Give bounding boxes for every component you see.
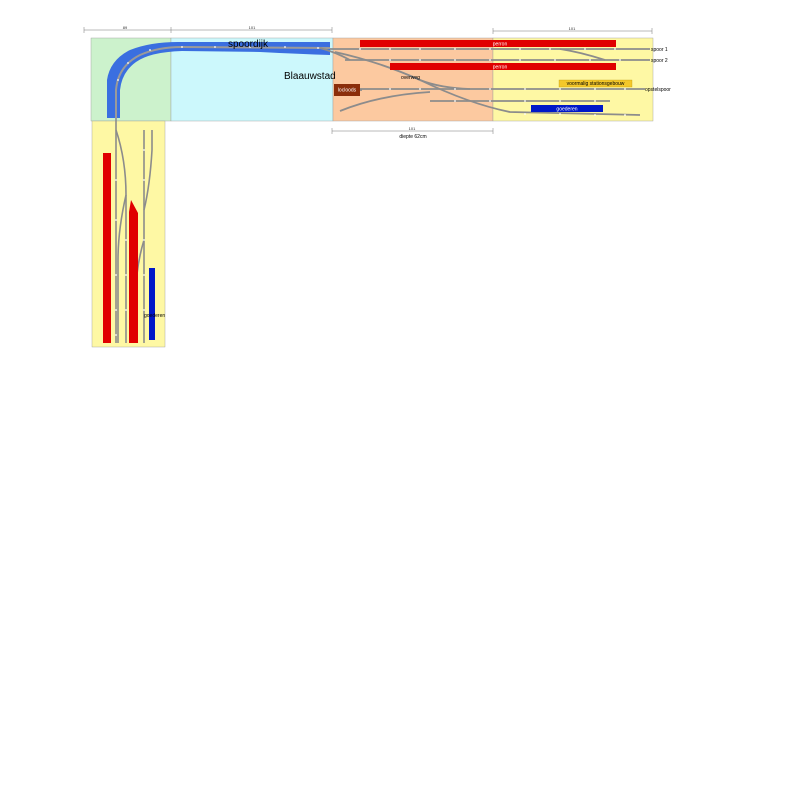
goods-right-label: goederen <box>556 107 577 113</box>
platform-top <box>360 40 616 47</box>
depth-label: diepte 62cm <box>399 134 426 140</box>
dimension-label-4: 101 <box>569 26 576 31</box>
depth-dimension-line <box>331 128 494 134</box>
platform-top-label: perron <box>493 42 508 48</box>
goods-left-label: goederen <box>144 313 165 319</box>
platform-left-1 <box>103 153 111 343</box>
platform-left-2 <box>129 200 138 343</box>
platform-middle-label: perron <box>493 65 508 71</box>
blaauwstad-label: Blaauwstad <box>284 71 336 82</box>
spoordijk-label: spoordijk <box>228 39 269 50</box>
left-yard-tracks <box>115 118 153 343</box>
station-building-label: voormalig stationsgebouw <box>567 81 625 87</box>
overweg-label: overweg <box>401 75 420 81</box>
embankment-spoordijk <box>107 42 330 118</box>
platform-middle <box>390 63 616 70</box>
spoor-2-label: spoor 2 <box>651 58 668 64</box>
orange-zone <box>332 37 494 122</box>
goods-area-right <box>531 105 603 112</box>
loco-shed-label: locloods <box>338 88 357 94</box>
track-markers <box>117 46 626 116</box>
station-tracks <box>319 47 650 116</box>
dimension-label-3: 101 <box>409 126 416 131</box>
spoor-1-label: spoor 1 <box>651 47 668 53</box>
dimension-label-2: 101 <box>249 25 256 30</box>
opstelspoor-label: opstelspoor <box>645 87 671 93</box>
station-building <box>558 79 633 88</box>
top-dimension-lines <box>83 27 653 34</box>
loco-shed <box>334 84 360 96</box>
left-yard-markers <box>115 149 145 336</box>
goods-area-left <box>149 268 155 340</box>
dimension-label-1: 89 <box>123 25 128 30</box>
